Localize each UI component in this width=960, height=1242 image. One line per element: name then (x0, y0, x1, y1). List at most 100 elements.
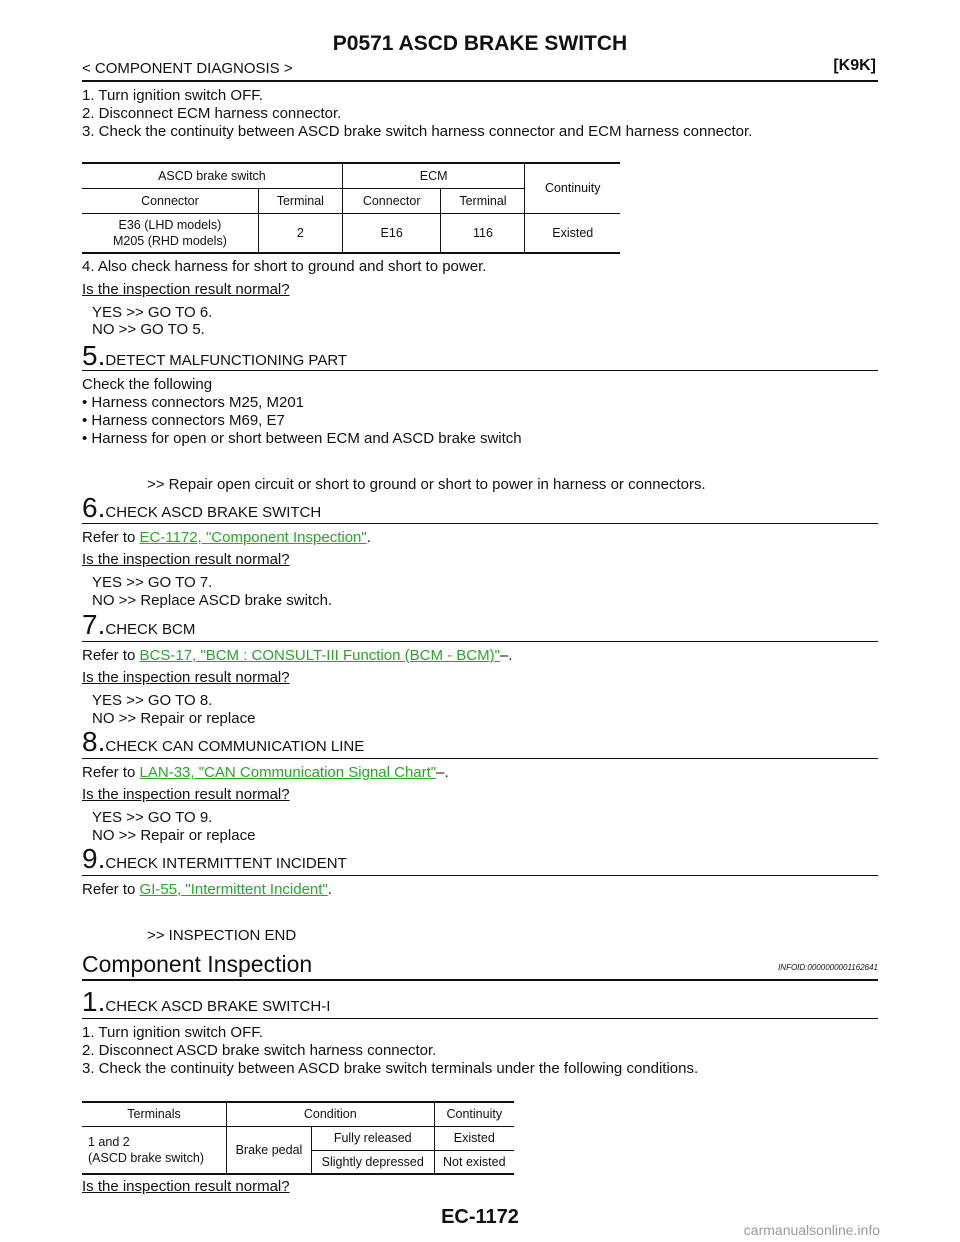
step-number: 7. (82, 609, 106, 640)
col-terminals: Terminals (82, 1102, 227, 1126)
yes-answer: YES >> GO TO 6. (92, 304, 213, 321)
step-9-heading: 9.CHECK INTERMITTENT INCIDENT (82, 843, 347, 875)
step-8-refer: Refer to LAN-33, "CAN Communication Sign… (82, 764, 449, 781)
yes-answer: YES >> GO TO 9. (92, 809, 213, 826)
step-rule (82, 875, 878, 876)
breadcrumb: < COMPONENT DIAGNOSIS > (82, 60, 293, 77)
section-heading: Component Inspection (82, 951, 313, 977)
cell-terminal-pins: 1 and 2 (88, 1134, 130, 1149)
col-connector: Connector (82, 188, 259, 214)
cell-rhd-connector: M205 (RHD models) (112, 233, 227, 248)
step-5-line: • Harness connectors M25, M201 (82, 394, 305, 411)
step-rule (82, 758, 878, 759)
col-continuity: Continuity (524, 163, 620, 214)
step-7-heading: 7.CHECK BCM (82, 609, 195, 641)
yes-answer: YES >> GO TO 7. (92, 574, 213, 591)
c1-step: 1. Turn ignition switch OFF. (82, 1024, 263, 1041)
step-number: 6. (82, 492, 106, 523)
col-connector: Connector (342, 188, 442, 214)
step-6-refer: Refer to EC-1172, "Component Inspection"… (82, 529, 371, 546)
refer-tail: –. (499, 647, 513, 664)
cell-condition-released: Fully released (311, 1126, 435, 1151)
c1-heading: 1.CHECK ASCD BRAKE SWITCH-I (82, 986, 330, 1018)
col-terminal: Terminal (258, 188, 343, 214)
step-title: CHECK INTERMITTENT INCIDENT (105, 855, 347, 872)
page-title: P0571 ASCD BRAKE SWITCH (332, 32, 628, 55)
intro-step-4: 4. Also check harness for short to groun… (82, 258, 487, 275)
c1-step: 2. Disconnect ASCD brake switch harness … (82, 1042, 437, 1059)
cell-ecm-connector: E16 (342, 213, 442, 253)
yes-answer: YES >> GO TO 8. (92, 692, 213, 709)
refer-tail: –. (436, 764, 449, 781)
col-ecm: ECM (342, 163, 526, 189)
step-title: CHECK ASCD BRAKE SWITCH-I (105, 998, 331, 1015)
intermittent-incident-link[interactable]: GI-55, "Intermittent Incident" (139, 881, 328, 898)
question: Is the inspection result normal? (82, 786, 290, 803)
step-title: CHECK ASCD BRAKE SWITCH (105, 504, 322, 521)
cell-brake-pedal: Brake pedal (226, 1126, 312, 1174)
page-number: EC-1172 (441, 1206, 519, 1228)
cell-terminal-component: (ASCD brake switch) (88, 1150, 204, 1165)
cell-switch-connector: E36 (LHD models) M205 (RHD models) (82, 213, 259, 253)
question: Is the inspection result normal? (82, 281, 290, 298)
component-inspection-link[interactable]: EC-1172, "Component Inspection" (139, 529, 367, 546)
step-5-line: Check the following (82, 376, 213, 393)
intro-step-3: 3. Check the continuity between ASCD bra… (82, 123, 753, 140)
no-answer: NO >> Repair or replace (92, 710, 256, 727)
refer-tail: . (327, 881, 332, 898)
intro-step-2: 2. Disconnect ECM harness connector. (82, 105, 342, 122)
step-number: 8. (82, 726, 106, 757)
step-rule (82, 370, 878, 371)
step-rule (82, 641, 878, 642)
question: Is the inspection result normal? (82, 1178, 290, 1195)
col-terminal: Terminal (440, 188, 526, 214)
step-number: 9. (82, 843, 106, 874)
step-5-line: • Harness for open or short between ECM … (82, 430, 522, 447)
switch-continuity-table: Terminals Condition Continuity 1 and 2 (… (82, 1101, 514, 1175)
header-rule (82, 80, 878, 82)
step-8-heading: 8.CHECK CAN COMMUNICATION LINE (82, 726, 364, 758)
step-6-heading: 6.CHECK ASCD BRAKE SWITCH (82, 492, 321, 524)
section-rule (82, 979, 878, 981)
col-condition: Condition (226, 1102, 435, 1126)
step-rule (82, 1018, 878, 1019)
refer-label: Refer to (82, 881, 140, 898)
engine-code: [K9K] (833, 57, 876, 74)
step-rule (82, 523, 878, 524)
step-9-refer: Refer to GI-55, "Intermittent Incident". (82, 881, 332, 898)
step-title: CHECK CAN COMMUNICATION LINE (105, 738, 365, 755)
info-id: INFOID:0000000001162641 (778, 963, 878, 972)
no-answer: NO >> Replace ASCD brake switch. (92, 592, 333, 609)
step-number: 1. (82, 986, 106, 1017)
step-9-action: >> INSPECTION END (147, 927, 297, 944)
col-ascd-brake-switch: ASCD brake switch (82, 163, 343, 189)
step-title: CHECK BCM (105, 621, 196, 638)
cell-continuity-depressed: Not existed (443, 1154, 506, 1169)
question: Is the inspection result normal? (82, 551, 290, 568)
cell-switch-terminal: 2 (258, 213, 343, 253)
bcm-consult-link[interactable]: BCS-17, "BCM : CONSULT-III Function (BCM… (139, 647, 500, 664)
step-number: 5. (82, 340, 106, 371)
no-answer: NO >> Repair or replace (92, 827, 256, 844)
cell-lhd-connector: E36 (LHD models) (118, 217, 222, 232)
refer-tail: . (366, 529, 371, 546)
step-5-line: • Harness connectors M69, E7 (82, 412, 285, 429)
watermark: carmanualsonline.info (743, 1222, 880, 1238)
col-continuity: Continuity (446, 1107, 503, 1122)
step-5-action: >> Repair open circuit or short to groun… (147, 476, 706, 493)
harness-continuity-table: ASCD brake switch ECM Continuity Connect… (82, 162, 620, 254)
refer-label: Refer to (82, 529, 140, 546)
refer-label: Refer to (82, 647, 140, 664)
cell-ecm-terminal: 116 (440, 213, 526, 253)
intro-step-1: 1. Turn ignition switch OFF. (82, 87, 263, 104)
step-5-heading: 5.DETECT MALFUNCTIONING PART (82, 340, 347, 372)
c1-step: 3. Check the continuity between ASCD bra… (82, 1060, 699, 1077)
can-signal-chart-link[interactable]: LAN-33, "CAN Communication Signal Chart" (139, 764, 437, 781)
cell-continuity: Existed (552, 225, 594, 240)
refer-label: Refer to (82, 764, 140, 781)
cell-condition-depressed: Slightly depressed (311, 1150, 435, 1174)
cell-continuity-released: Existed (434, 1126, 514, 1151)
step-title: DETECT MALFUNCTIONING PART (105, 352, 348, 369)
cell-terminals: 1 and 2 (ASCD brake switch) (82, 1126, 227, 1174)
question: Is the inspection result normal? (82, 669, 290, 686)
